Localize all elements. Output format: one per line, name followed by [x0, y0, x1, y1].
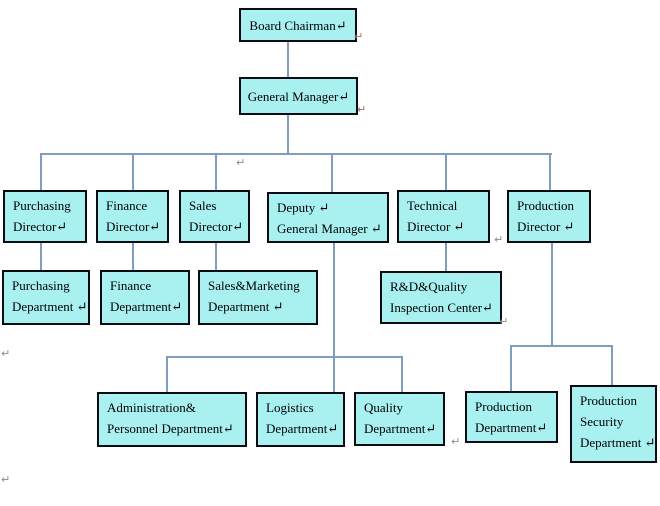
org-box-production-security-department-line1: Production [580, 393, 638, 408]
connector-level2-rail [40, 153, 552, 155]
connector-gm-stem [287, 115, 289, 155]
org-box-sales-marketing-department-line2: Department ↵ [208, 299, 284, 314]
org-box-sales-director[interactable]: Sales Director↵ [179, 190, 250, 243]
org-box-admin-personnel-department-line1: Administration& [107, 400, 196, 415]
linebreak-mark: ↵ [357, 103, 367, 116]
org-box-general-manager[interactable]: General Manager↵ [239, 77, 358, 115]
org-box-production-department-line2: Department↵ [475, 420, 548, 435]
connector-drop-production-dept [510, 345, 512, 391]
connector-chairman-to-gm [287, 42, 289, 77]
org-box-deputy-general-manager-line2: General Manager ↵ [277, 221, 382, 236]
connector-drop-quality-dept [401, 356, 403, 392]
org-box-finance-department[interactable]: Finance Department↵ [100, 270, 190, 325]
org-box-technical-director[interactable]: Technical Director ↵ [397, 190, 490, 243]
linebreak-mark: ↵ [1, 473, 11, 486]
connector-finance-dir-to-dept [132, 243, 134, 271]
org-box-purchasing-director-line2: Director↵ [13, 219, 68, 234]
org-box-quality-department[interactable]: Quality Department↵ [354, 392, 445, 446]
org-box-production-security-department-line2: Security [580, 414, 624, 429]
org-box-quality-department-line1: Quality [364, 400, 403, 415]
connector-drop-purchasing-director [40, 153, 42, 191]
connector-drop-deputy-gm [331, 153, 333, 193]
linebreak-mark: ↵ [499, 315, 509, 328]
org-box-rd-quality-inspection-center[interactable]: R&D&Quality Inspection Center↵ [380, 271, 502, 324]
linebreak-mark: ↵ [451, 435, 461, 448]
org-box-production-department-line1: Production [475, 399, 533, 414]
connector-drop-production-director [549, 153, 551, 191]
org-box-admin-personnel-department-line2: Personnel Department↵ [107, 421, 234, 436]
org-box-logistics-department-line2: Department↵ [266, 421, 339, 436]
connector-drop-finance-director [132, 153, 134, 191]
org-box-technical-director-line2: Director ↵ [407, 219, 465, 234]
org-box-purchasing-department-line1: Purchasing [12, 278, 70, 293]
org-box-admin-personnel-department[interactable]: Administration& Personnel Department↵ [97, 392, 247, 447]
org-box-production-director-line2: Director ↵ [517, 219, 575, 234]
org-box-production-department[interactable]: Production Department↵ [465, 391, 558, 443]
connector-drop-admin-dept [166, 356, 168, 392]
connector-drop-production-security-dept [611, 345, 613, 386]
org-box-sales-marketing-department-line1: Sales&Marketing [208, 278, 300, 293]
connector-drop-technical-director [445, 153, 447, 191]
org-box-general-manager-label: General Manager↵ [247, 88, 350, 104]
linebreak-mark: ↵ [1, 347, 11, 360]
org-box-purchasing-director-line1: Purchasing [13, 198, 71, 213]
org-box-sales-marketing-department[interactable]: Sales&Marketing Department ↵ [198, 270, 318, 325]
org-box-finance-director[interactable]: Finance Director↵ [96, 190, 169, 243]
org-box-sales-director-line2: Director↵ [189, 219, 244, 234]
linebreak-mark: ↵ [354, 30, 364, 43]
org-box-finance-department-line2: Department↵ [110, 299, 183, 314]
connector-drop-sales-director [215, 153, 217, 191]
linebreak-mark: ↵ [236, 156, 246, 169]
org-box-production-security-department[interactable]: Production Security Department ↵ [570, 385, 657, 463]
connector-production-rail [510, 345, 613, 347]
org-box-production-director-line1: Production [517, 198, 575, 213]
org-box-finance-director-line2: Director↵ [106, 219, 161, 234]
org-box-purchasing-department[interactable]: Purchasing Department ↵ [2, 270, 90, 325]
org-box-sales-director-line1: Sales [189, 198, 217, 213]
connector-production-dir-stem [551, 243, 553, 347]
org-box-board-chairman[interactable]: Board Chairman↵ [239, 8, 357, 42]
org-box-finance-director-line1: Finance [106, 198, 148, 213]
org-box-quality-department-line2: Department↵ [364, 421, 437, 436]
connector-deputy-rail [166, 356, 403, 358]
org-box-deputy-general-manager[interactable]: Deputy ↵ General Manager ↵ [267, 192, 389, 243]
linebreak-mark: ↵ [494, 233, 504, 246]
org-box-purchasing-department-line2: Department ↵ [12, 299, 88, 314]
org-box-purchasing-director[interactable]: Purchasing Director↵ [3, 190, 87, 243]
connector-technical-to-rd-center [445, 243, 447, 272]
org-box-production-security-department-line3: Department ↵ [580, 435, 656, 450]
connector-purchasing-dir-to-dept [40, 243, 42, 271]
org-box-technical-director-line1: Technical [407, 198, 458, 213]
org-box-production-director[interactable]: Production Director ↵ [507, 190, 591, 243]
org-box-board-chairman-label: Board Chairman↵ [249, 17, 347, 33]
org-box-logistics-department[interactable]: Logistics Department↵ [256, 392, 345, 447]
org-box-rd-quality-inspection-center-line2: Inspection Center↵ [390, 300, 493, 315]
org-box-logistics-department-line1: Logistics [266, 400, 314, 415]
org-box-rd-quality-inspection-center-line1: R&D&Quality [390, 279, 468, 294]
connector-sales-dir-to-dept [215, 243, 217, 271]
org-box-finance-department-line1: Finance [110, 278, 152, 293]
connector-deputy-gm-stem [333, 243, 335, 393]
org-box-deputy-general-manager-line1: Deputy ↵ [277, 200, 330, 215]
